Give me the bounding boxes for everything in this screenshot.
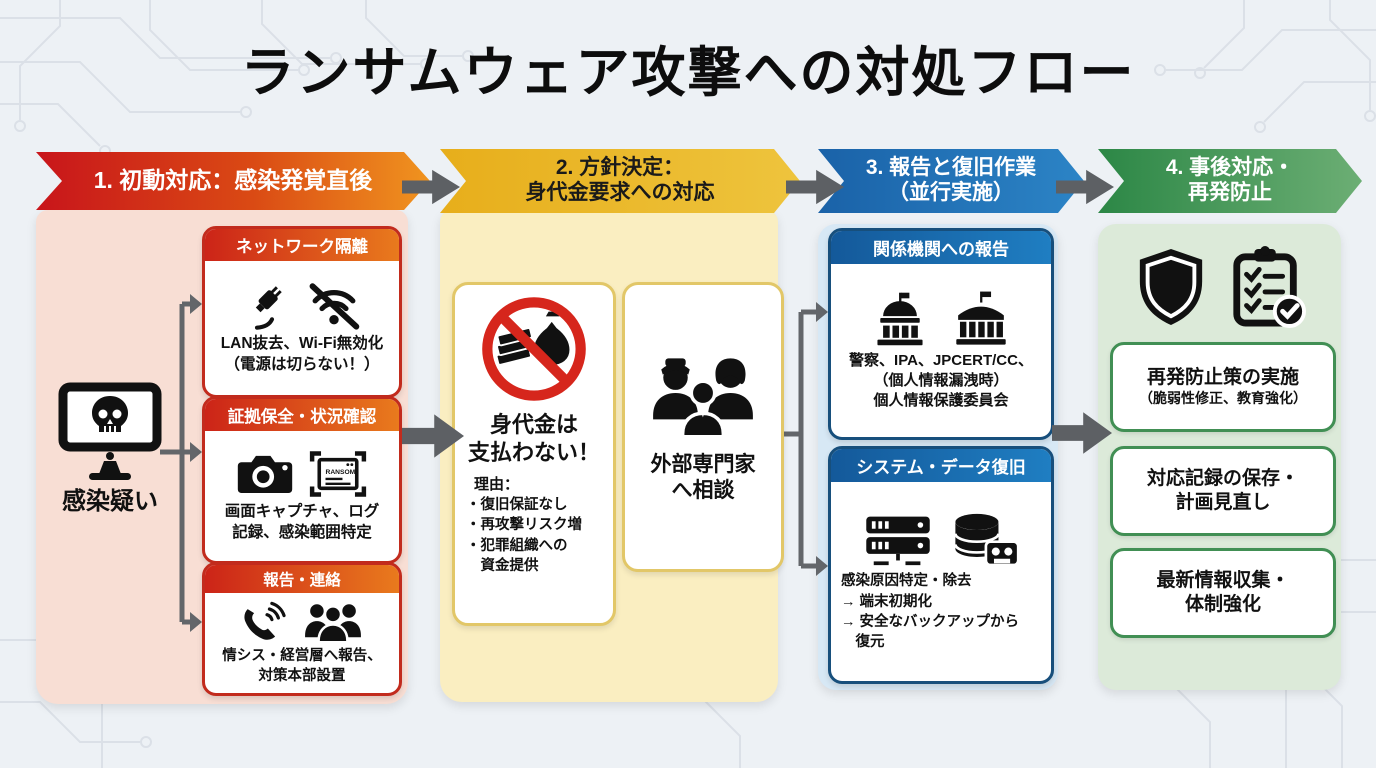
recovery-line4: 復元 bbox=[841, 634, 885, 651]
box-network-isolation: ネットワーク隔離 bbox=[202, 226, 402, 398]
no-ransom-reason-1: ・復旧保証なし bbox=[466, 497, 568, 513]
experts-icon bbox=[653, 358, 753, 439]
banner-phase-1: 1. 初動対応：感染発覚直後 bbox=[36, 152, 430, 210]
record-line1: 対応記録の保存・ bbox=[1146, 468, 1299, 490]
banner-phase-4-line2: 再発防止 bbox=[1188, 181, 1272, 204]
recovery-line3: → 安全なバックアップから bbox=[841, 614, 1020, 630]
consult-label-line1: 外部専門家 bbox=[650, 452, 756, 476]
infected-pc-label: 感染疑い bbox=[62, 488, 158, 515]
box-record-keeping: 対応記録の保存・ 計画見直し bbox=[1110, 446, 1336, 536]
phone-icon bbox=[244, 602, 286, 641]
box-report-line1: 情シス・経営層へ報告、 bbox=[222, 648, 382, 665]
box-report-agencies: 関係機関への報告 bbox=[828, 228, 1054, 440]
ransom-screen-icon: RANSOM bbox=[309, 451, 367, 497]
camera-icon bbox=[237, 455, 293, 494]
banner-phase-3-line1: 3. 報告と復旧作業 bbox=[865, 156, 1037, 180]
infected-pc-icon bbox=[58, 382, 162, 480]
box-system-recovery-header: システム・データ復旧 bbox=[831, 449, 1051, 482]
banner-phase-2-line2: 身代金要求への対応 bbox=[525, 181, 715, 204]
box-network-isolation-line1: LAN抜去、Wi-Fi無効化 bbox=[220, 335, 384, 353]
no-ransom-title-line2: 支払わない！ bbox=[467, 439, 600, 465]
banner-phase-4-line1: 4. 事後対応・ bbox=[1165, 156, 1295, 180]
no-ransom-reason-2: ・再攻撃リスク増 bbox=[466, 517, 582, 534]
box-system-recovery: システム・データ復旧 bbox=[828, 446, 1054, 684]
consult-label-line2: へ相談 bbox=[671, 479, 735, 502]
box-report-contact-header: 報告・連絡 bbox=[205, 565, 399, 593]
box-report-contact: 報告・連絡 bbox=[202, 562, 402, 696]
box-report-line2: 対策本部設置 bbox=[258, 667, 346, 684]
no-ransom-icon bbox=[482, 297, 586, 401]
ransom-note-text: RANSOM bbox=[326, 469, 356, 476]
no-ransom-title-line1: 身代金は bbox=[489, 412, 578, 437]
report-agencies-line1: 警察、IPA、JPCERT/CC、 bbox=[849, 352, 1033, 370]
no-ransom-reason-label: 理由： bbox=[474, 476, 520, 493]
card-consult-experts: 外部専門家 へ相談 bbox=[622, 282, 784, 572]
box-network-isolation-line2: （電源は切らない！） bbox=[224, 355, 380, 373]
card-no-ransom: 身代金は 支払わない！ 理由： ・復旧保証なし ・再攻撃リスク増 ・犯罪組織への… bbox=[452, 282, 616, 626]
box-evidence-line2: 記録、感染範囲特定 bbox=[232, 523, 372, 541]
no-ransom-reason-3: ・犯罪組織への bbox=[466, 537, 568, 554]
box-prevention-measures: 再発防止策の実施 （脆弱性修正、教育強化） bbox=[1110, 342, 1336, 432]
recovery-line2: → 端末初期化 bbox=[841, 593, 933, 610]
info-line1: 最新情報収集・ bbox=[1156, 570, 1290, 592]
gov-dome-icon bbox=[877, 292, 923, 346]
report-agencies-line3: 個人情報保護委員会 bbox=[873, 391, 1009, 409]
shield-icon bbox=[1139, 249, 1202, 325]
box-report-agencies-header: 関係機関への報告 bbox=[831, 231, 1051, 264]
clipboard-check-icon bbox=[1232, 246, 1306, 328]
prevention-line2: （脆弱性修正、教育強化） bbox=[1139, 390, 1307, 407]
banner-phase-3-line2: （並行実施） bbox=[888, 181, 1014, 204]
recovery-line1: 感染原因特定・除去 bbox=[841, 573, 972, 590]
banner-phase-3: 3. 報告と復旧作業 （並行実施） bbox=[818, 149, 1084, 213]
box-evidence-line1: 画面キャプチャ、ログ bbox=[224, 503, 380, 521]
phase4-icons bbox=[1098, 246, 1341, 328]
record-line2: 計画見直し bbox=[1175, 492, 1271, 513]
banner-phase-1-label: 1. 初動対応：感染発覚直後 bbox=[93, 167, 373, 194]
banner-phase-4: 4. 事後対応・ 再発防止 bbox=[1098, 149, 1362, 213]
report-agencies-line2: （個人情報漏洩時） bbox=[873, 372, 1009, 390]
box-evidence-preservation: 証拠保全・状況確認 RANSOM bbox=[202, 396, 402, 564]
box-info-gathering: 最新情報収集・ 体制強化 bbox=[1110, 548, 1336, 638]
server-icon bbox=[866, 517, 930, 566]
box-evidence-preservation-header: 証拠保全・状況確認 bbox=[205, 399, 399, 431]
box-network-isolation-header: ネットワーク隔離 bbox=[205, 229, 399, 261]
lan-plug-icon bbox=[254, 286, 282, 330]
no-ransom-reason-4: 資金提供 bbox=[466, 557, 539, 574]
banner-phase-2-line1: 2. 方針決定： bbox=[555, 156, 685, 180]
gov-bank-icon bbox=[956, 291, 1006, 345]
prevention-line1: 再発防止策の実施 bbox=[1146, 367, 1299, 389]
wifi-off-icon bbox=[309, 283, 360, 330]
page-title: ランサムウェア攻撃への対処フロー bbox=[240, 43, 1136, 103]
people-icon bbox=[305, 604, 361, 644]
info-line2: 体制強化 bbox=[1184, 594, 1261, 615]
banner-phase-2: 2. 方針決定： 身代金要求への対応 bbox=[440, 149, 800, 213]
backup-icon bbox=[954, 514, 1020, 567]
